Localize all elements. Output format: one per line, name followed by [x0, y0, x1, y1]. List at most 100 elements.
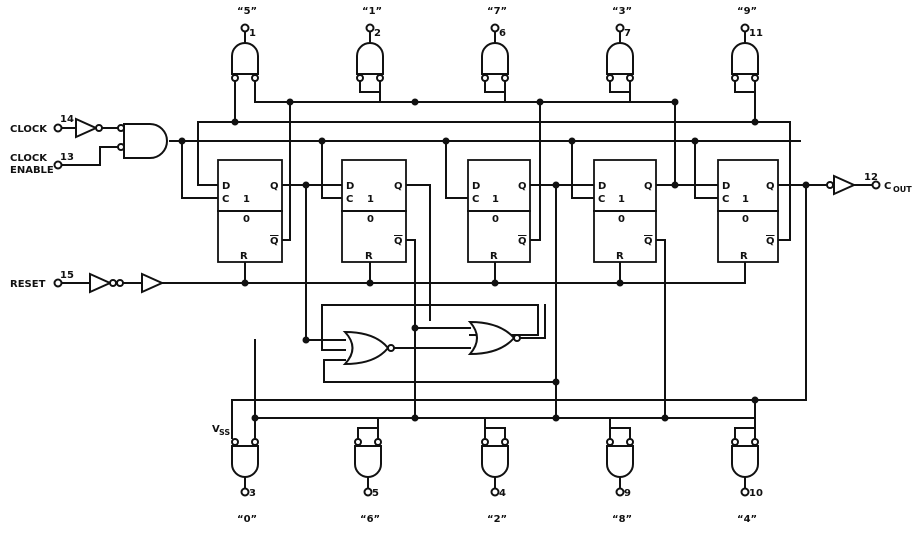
junction-dot [302, 336, 310, 344]
carry-out: 12 C OUT [826, 172, 912, 196]
ff-r-label: R [490, 251, 498, 262]
junction-dot [751, 396, 759, 404]
ff-d-label: D [346, 181, 354, 192]
ff-r-label: R [616, 251, 624, 262]
decode-gate-0: 3 “0” [231, 438, 259, 525]
junction-dot [231, 118, 239, 126]
ff-0-label: 0 [492, 214, 499, 225]
top-decode-gates: 1 “5” 2 “1” 6 “7” 7 “3” 11 [231, 6, 763, 82]
output-label: “3” [612, 6, 632, 17]
decode-gate-1: 2 “1” [356, 6, 384, 82]
or-output-bubble [387, 344, 395, 352]
flip-flop-2: D Q C 1 0 Q R [341, 159, 407, 263]
output-label: “4” [737, 514, 757, 525]
junction-dot [411, 324, 419, 332]
clock-label: CLOCK [10, 124, 48, 135]
junction-dot [366, 279, 374, 287]
input-terminal [53, 123, 63, 133]
output-label: “6” [360, 514, 380, 525]
junction-dot [241, 279, 249, 287]
ff-qbar-label: Q [394, 236, 403, 247]
junction-dot [302, 181, 310, 189]
ff-qbar-label: Q [270, 236, 279, 247]
wires [61, 81, 831, 439]
junction-dot [661, 414, 669, 422]
cout-buffer [833, 174, 857, 196]
output-label: “0” [237, 514, 257, 525]
junction-dot [802, 181, 810, 189]
output-label: “5” [237, 6, 257, 17]
input-terminal [53, 278, 63, 288]
junction-dot [616, 279, 624, 287]
junction-dot [251, 414, 259, 422]
ff-0-label: 0 [243, 214, 250, 225]
output-label: “9” [737, 6, 757, 17]
junction-dot [671, 181, 679, 189]
output-label: “2” [487, 514, 507, 525]
ff-q-label: Q [644, 181, 653, 192]
ff-qbar-label: Q [766, 236, 775, 247]
junction-dot [568, 137, 576, 145]
vss-label-sub: SS [219, 428, 230, 437]
reset-input: 15 RESET [10, 270, 165, 294]
ff-q-label: Q [766, 181, 775, 192]
pin-number: 10 [749, 488, 763, 499]
ff-q-label: Q [394, 181, 403, 192]
decode-gate-6: 5 “6” [354, 438, 382, 525]
pin-number: 1 [249, 28, 256, 39]
cout-pin-number: 12 [864, 172, 878, 183]
ff-q-label: Q [518, 181, 527, 192]
or-gate [342, 330, 395, 366]
ff-qbar-label: Q [644, 236, 653, 247]
decode-gate-4: 10 “4” [731, 438, 763, 525]
ff-c-label: C [472, 194, 479, 205]
flip-flop-4: D Q C 1 0 Q R [593, 159, 657, 263]
reset-pin-number: 15 [60, 270, 74, 281]
pin-number: 5 [372, 488, 379, 499]
input-terminal [53, 160, 63, 170]
pin-number: 9 [624, 488, 631, 499]
junction-dot [751, 118, 759, 126]
junction-dot [491, 279, 499, 287]
reset-label: RESET [10, 279, 46, 290]
ff-r-label: R [740, 251, 748, 262]
ff-1-label: 1 [492, 194, 499, 205]
nor-output-bubble [513, 334, 521, 342]
flip-flop-5: D Q C 1 0 Q R [717, 159, 779, 263]
output-label: “8” [612, 514, 632, 525]
ff-c-label: C [722, 194, 729, 205]
ff-qbar-label: Q [518, 236, 527, 247]
ff-c-label: C [346, 194, 353, 205]
cout-label: C [884, 181, 891, 192]
clock-enable-input: 13 CLOCK ENABLE [10, 152, 74, 176]
pin-number: 7 [624, 28, 631, 39]
decode-gate-5: 1 “5” [231, 6, 259, 82]
flip-flop-3: D Q C 1 0 Q R [467, 159, 531, 263]
ff-q-label: Q [270, 181, 279, 192]
junction-dot [671, 98, 679, 106]
ff-c-label: C [598, 194, 605, 205]
junction-dot [691, 137, 699, 145]
flip-flop-1: D Q C 1 0 Q R [217, 159, 283, 263]
clock-enable-label-line1: CLOCK [10, 153, 48, 164]
junction-dot [411, 414, 419, 422]
ff-d-label: D [722, 181, 730, 192]
cout-label-sub: OUT [893, 185, 912, 194]
ff-d-label: D [472, 181, 480, 192]
decode-gate-2: 4 “2” [481, 438, 509, 525]
junction-dot [536, 98, 544, 106]
ff-0-label: 0 [367, 214, 374, 225]
ff-0-label: 0 [742, 214, 749, 225]
ff-d-label: D [222, 181, 230, 192]
junction-dots [178, 98, 810, 422]
junction-dot [286, 98, 294, 106]
pin-number: 6 [499, 28, 506, 39]
vss-label: V [212, 424, 220, 435]
decode-gate-8: 9 “8” [606, 438, 634, 525]
decode-gate-9: 11 “9” [731, 6, 763, 82]
junction-dot [442, 137, 450, 145]
pin-number: 11 [749, 28, 763, 39]
ff-0-label: 0 [618, 214, 625, 225]
